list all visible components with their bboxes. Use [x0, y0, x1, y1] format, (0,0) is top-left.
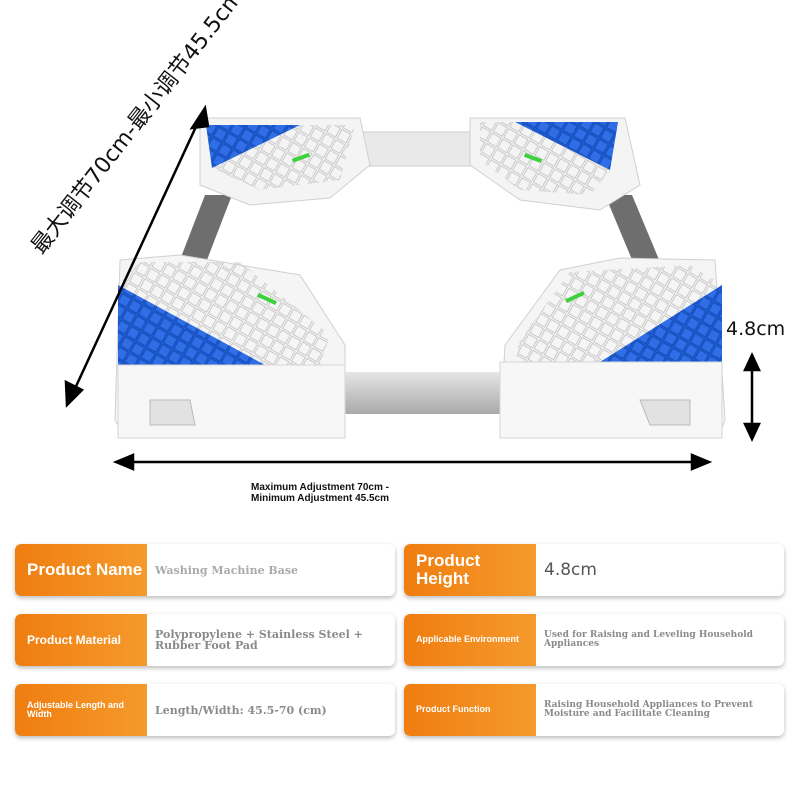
level-indicator: [565, 290, 585, 304]
rail-front: [330, 372, 520, 414]
level-indicator: [523, 153, 543, 163]
spec-label: Adjustable Length and Width: [15, 684, 147, 736]
spec-label: Product Function: [404, 684, 536, 736]
height-dimension-arrow: [743, 352, 761, 442]
foot-bracket: [639, 399, 691, 426]
diagonal-dimension-arrow: [64, 104, 210, 408]
width-label-line-2: Minimum Adjustment 45.5cm: [251, 493, 389, 504]
spec-value: Polypropylene + Stainless Steel + Rubber…: [155, 628, 363, 652]
height-dimension-label: 4.8cm: [726, 318, 786, 340]
spec-value: Washing Machine Base: [155, 563, 299, 577]
corner-pad-front-right: [499, 257, 726, 439]
corner-pad-back-left: [199, 117, 371, 206]
adjustment-rails: [178, 131, 660, 414]
spec-card-product-height: Product Height 4.8cm: [404, 544, 784, 596]
spec-value: Raising Household Appliances to Prevent …: [544, 700, 753, 719]
spec-card-applicable-environment: Applicable Environment Used for Raising …: [404, 614, 784, 666]
spec-label: Product Name: [15, 544, 147, 596]
spec-label: Product Material: [15, 614, 147, 666]
spec-label: Applicable Environment: [404, 614, 536, 666]
width-label-line-1: Maximum Adjustment 70cm -: [251, 482, 389, 493]
foot-bracket: [149, 399, 196, 426]
corner-pad-front-left: [114, 254, 346, 439]
spec-label: Product Height: [404, 544, 536, 596]
width-dimension-arrow: [112, 453, 713, 471]
corner-pad-back-right: [469, 117, 641, 211]
spec-value: Used for Raising and Leveling Household …: [544, 630, 753, 649]
product-illustration: [64, 104, 761, 471]
spec-card-adjustable-size: Adjustable Length and Width Length/Width…: [15, 684, 395, 736]
rail-right: [605, 195, 660, 262]
width-dimension-label: Maximum Adjustment 70cm - Minimum Adjust…: [200, 482, 440, 504]
spec-value: 4.8cm: [544, 559, 597, 580]
spec-card-product-function: Product Function Raising Household Appli…: [404, 684, 784, 736]
rail-left: [178, 195, 232, 265]
spec-card-product-material: Product Material Polypropylene + Stainle…: [15, 614, 395, 666]
spec-card-product-name: Product Name Washing Machine Base: [15, 544, 395, 596]
spec-value: Length/Width: 45.5-70 (cm): [155, 703, 327, 717]
level-indicator: [257, 292, 277, 306]
level-indicator: [291, 152, 311, 163]
